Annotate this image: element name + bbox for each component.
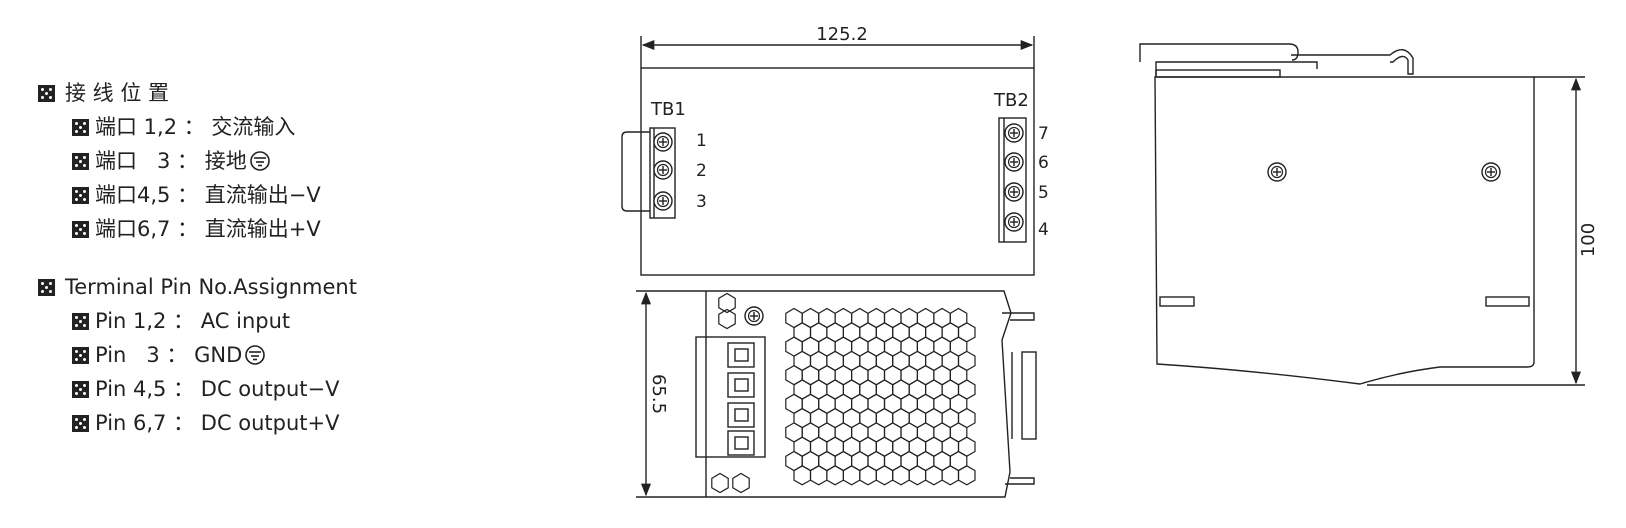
legend-en-item: Pin 1,2 ： AC input <box>72 304 357 338</box>
legend-en-item: Pin 6,7 ： DC output+V <box>72 406 357 440</box>
legend-cn-item: 端口6,7 ： 直流输出+V <box>72 212 357 246</box>
vent-hex-pattern <box>711 292 976 494</box>
pin-number: 1 <box>696 131 707 151</box>
pin-number: 7 <box>1038 124 1049 144</box>
tb1-block <box>649 127 676 219</box>
legend-item-label: Pin 6,7 ： DC output+V <box>95 411 340 435</box>
legend-cn-item: 端口4,5 ： 直流输出−V <box>72 178 357 212</box>
legend-item-label: 端口 1,2 ： 交流输入 <box>95 115 296 139</box>
vent-hex <box>957 465 976 486</box>
tb2-screw-icon <box>1004 152 1024 172</box>
din-clip <box>1002 312 1035 321</box>
height-dimension: 100 <box>1578 223 1599 257</box>
tb1-label: TB1 <box>650 99 686 120</box>
vent-hex <box>875 465 894 486</box>
bullet-icon <box>72 118 89 136</box>
legend-cn-item: 端口 1,2 ： 交流输入 <box>72 110 357 144</box>
vent-hex <box>718 308 736 330</box>
front-view <box>621 36 1035 276</box>
terminal-legend: 接 线 位 置 端口 1,2 ： 交流输入 端口 3 ： 接地 端口4,5 ： … <box>38 76 357 440</box>
tb2-screw-icon <box>1004 212 1024 232</box>
legend-cn-heading: 接 线 位 置 <box>65 81 170 105</box>
legend-item-label: Pin 1,2 ： AC input <box>95 309 291 333</box>
tb2-block <box>998 117 1027 243</box>
ground-icon <box>245 345 266 365</box>
pin-number: 4 <box>1038 220 1049 240</box>
vent-hex <box>941 465 960 486</box>
din-clip-side <box>1021 351 1037 440</box>
vent-hex <box>892 465 910 486</box>
bullet-icon <box>72 186 89 204</box>
depth-dimension: 65.5 <box>648 374 669 414</box>
bullet-icon <box>72 414 89 432</box>
front-body-outline <box>640 67 1035 276</box>
connector-block <box>695 336 766 458</box>
pin-number: 3 <box>696 192 707 212</box>
legend-en-heading-row: Terminal Pin No.Assignment <box>38 270 357 304</box>
top-screw-icon <box>744 306 764 326</box>
side-slot <box>1485 296 1530 307</box>
tb2-label: TB2 <box>993 90 1029 111</box>
bullet-icon <box>72 312 89 330</box>
din-rail-hook <box>1155 61 1318 76</box>
pin-number: 2 <box>696 161 707 181</box>
top-body-outline <box>706 290 1012 498</box>
tb2-screw-icon <box>1004 182 1024 202</box>
vent-hex <box>793 465 812 486</box>
bullet-icon <box>38 278 55 296</box>
tb1-bracket <box>621 131 650 212</box>
tb2-screw-icon <box>1004 123 1024 143</box>
vent-hex <box>718 292 736 314</box>
side-view <box>1139 43 1585 386</box>
legend-item-label: 端口6,7 ： 直流输出+V <box>95 217 321 241</box>
tb1-screw-icon <box>653 160 673 180</box>
side-body-outline <box>1154 76 1535 385</box>
legend-item-label: 端口4,5 ： 直流输出−V <box>95 183 321 207</box>
width-dimension: 125.2 <box>816 24 868 45</box>
vent-hex <box>809 465 828 486</box>
vent-hex <box>842 465 861 486</box>
legend-en-item: Pin 3 ： GND <box>72 338 357 372</box>
bullet-icon <box>72 346 89 364</box>
tb1-screw-icon <box>653 191 673 211</box>
legend-cn-heading-row: 接 线 位 置 <box>38 76 357 110</box>
legend-en-heading: Terminal Pin No.Assignment <box>65 275 357 299</box>
bullet-icon <box>72 152 89 170</box>
bullet-icon <box>38 84 55 102</box>
bullet-icon <box>72 380 89 398</box>
legend-item-label: Pin 4,5 ： DC output−V <box>95 377 340 401</box>
pin-number: 6 <box>1038 153 1049 173</box>
side-slot <box>1159 296 1195 307</box>
tb1-screw-icon <box>653 132 673 152</box>
vent-hex <box>711 472 729 494</box>
bullet-icon <box>72 220 89 238</box>
vent-hex <box>826 465 845 486</box>
vent-hex <box>924 465 943 486</box>
legend-cn-item: 端口 3 ： 接地 <box>72 144 357 178</box>
legend-item-label: 端口 3 ： 接地 <box>95 149 247 173</box>
side-screw-icon <box>1267 162 1287 182</box>
vent-hex <box>859 465 877 486</box>
top-view <box>636 290 1037 498</box>
ground-icon <box>249 151 270 171</box>
side-screw-icon <box>1481 162 1501 182</box>
legend-en-item: Pin 4,5 ： DC output−V <box>72 372 357 406</box>
vent-hex <box>908 465 927 486</box>
vent-hex <box>732 472 750 494</box>
pin-number: 5 <box>1038 183 1049 203</box>
legend-item-label: Pin 3 ： GND <box>95 343 243 367</box>
